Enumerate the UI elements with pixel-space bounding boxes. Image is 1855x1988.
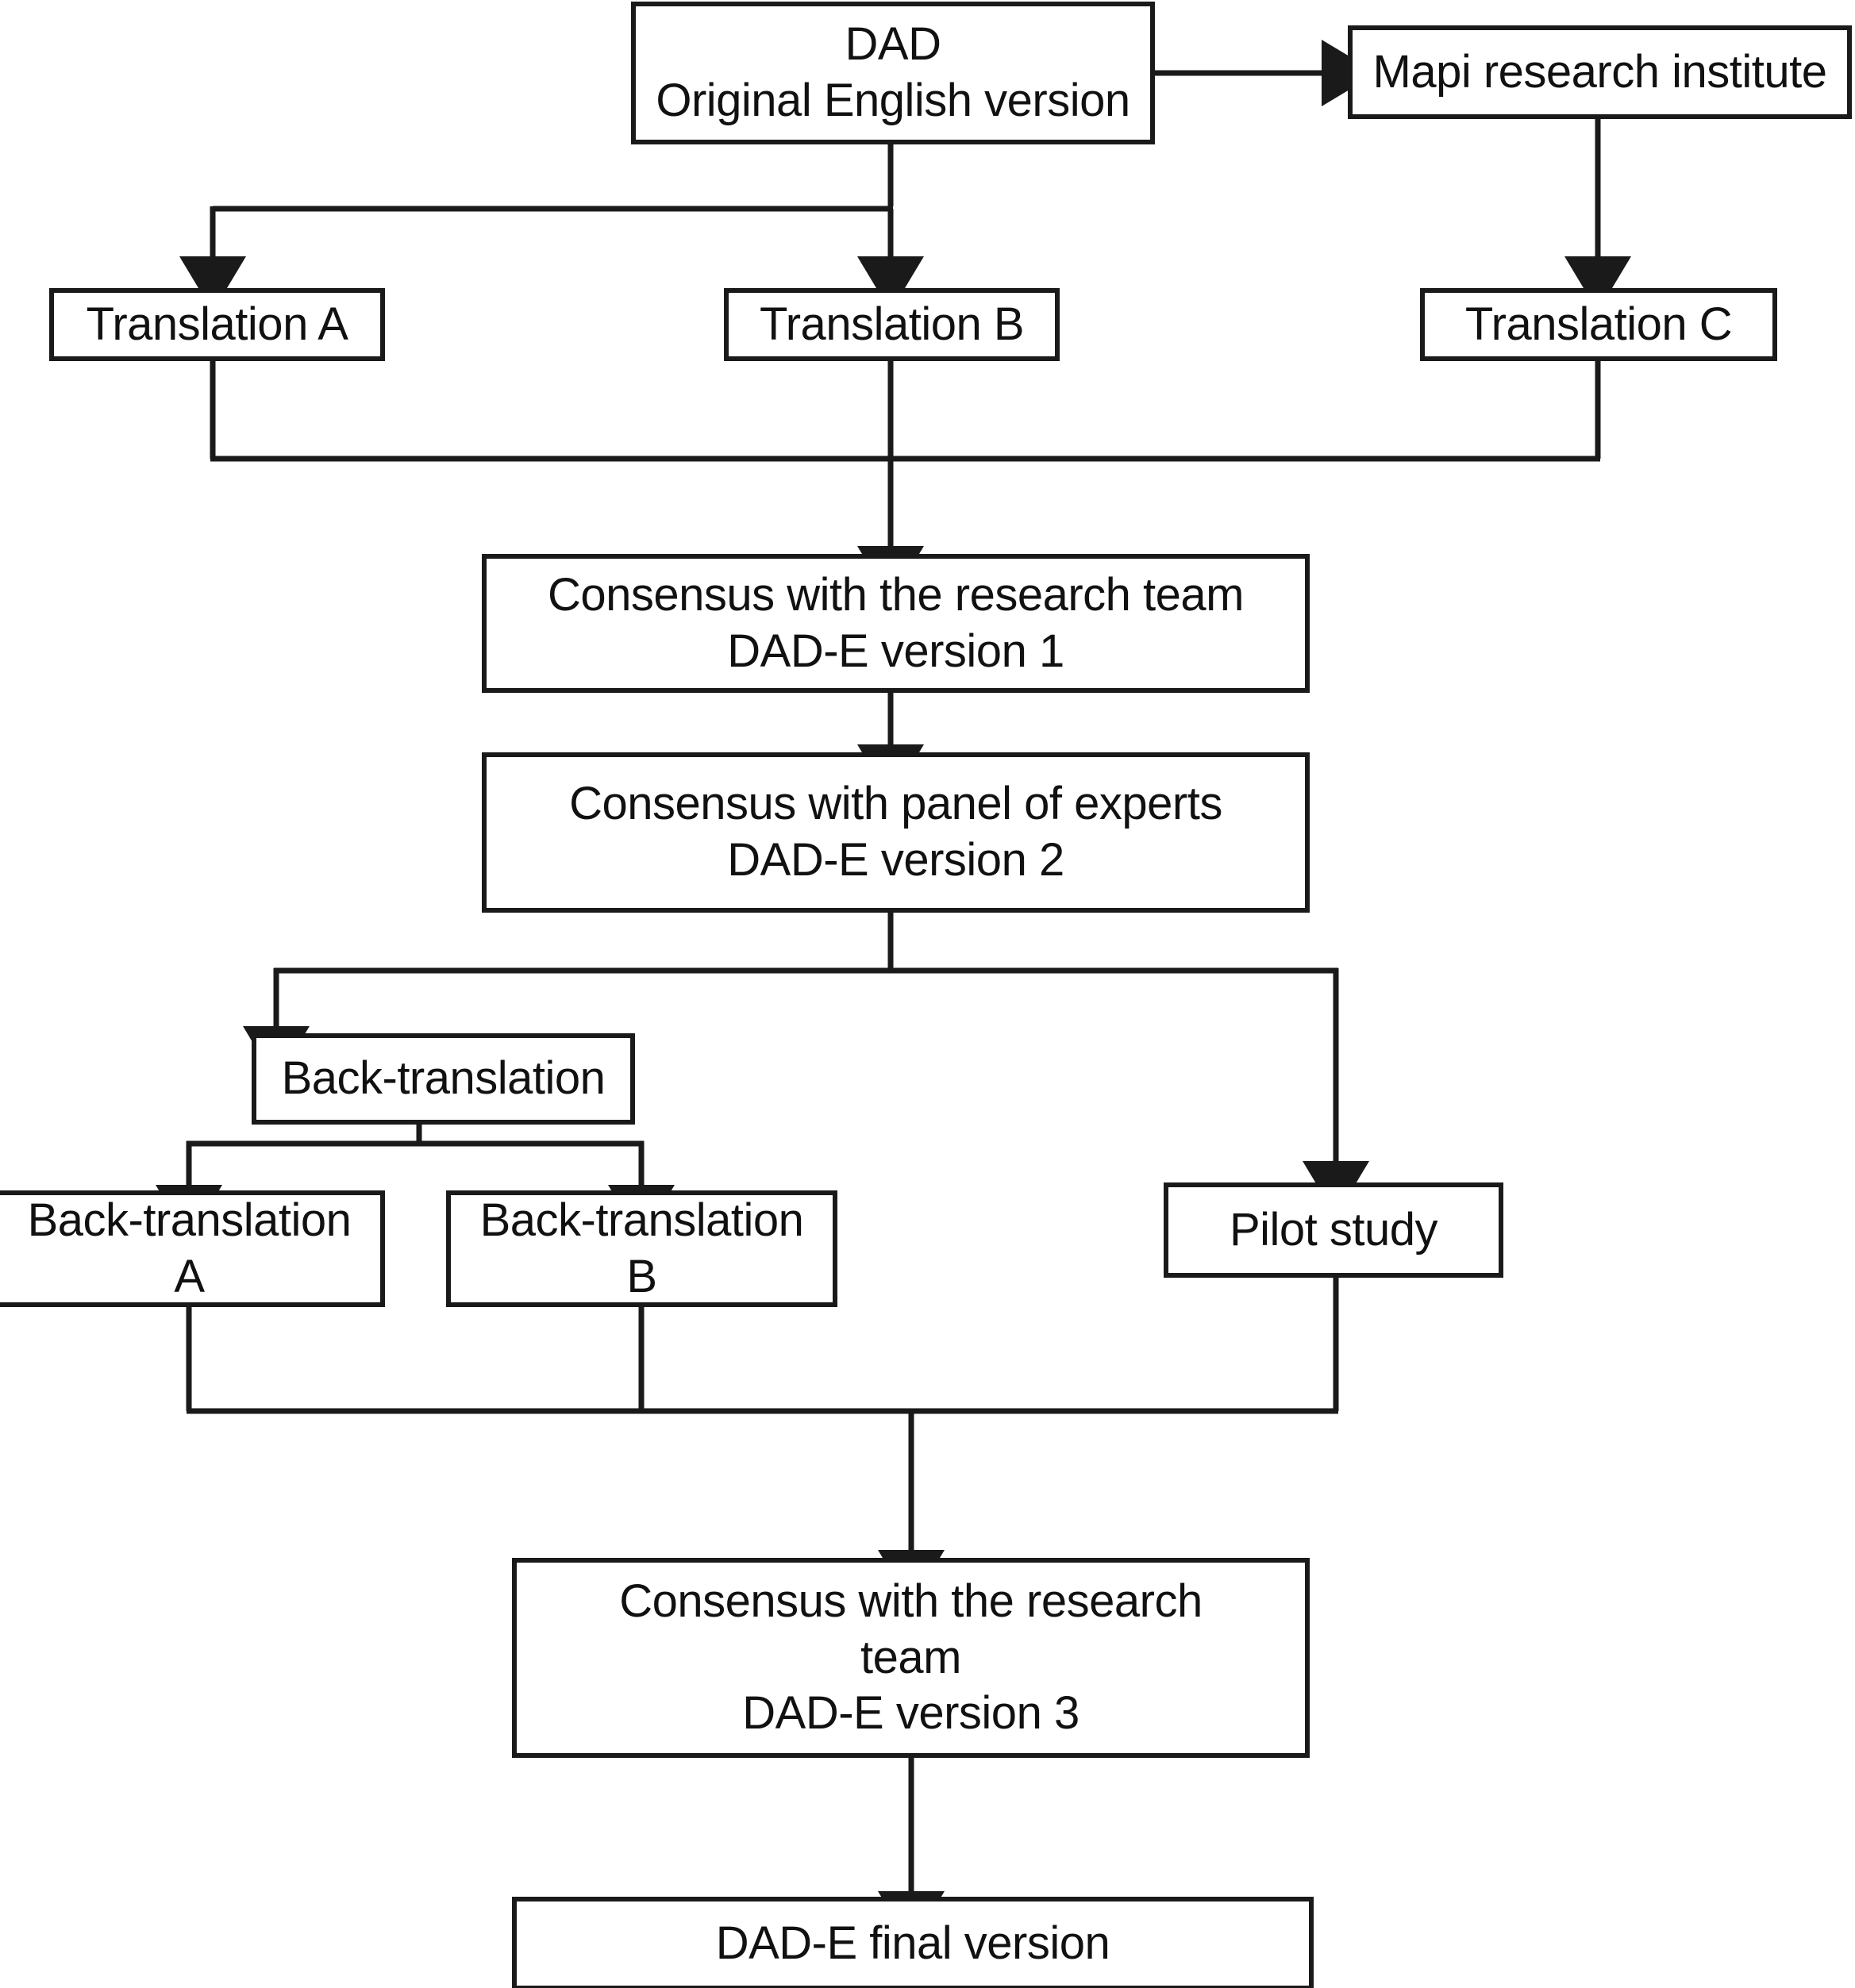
node-label: DAD Original English version	[656, 18, 1130, 126]
node-label: DAD-E final version	[715, 1917, 1110, 1969]
node-label: Consensus with the research team DAD-E v…	[619, 1575, 1203, 1740]
node-translation-c[interactable]: Translation C	[1420, 288, 1777, 361]
node-consensus-research-3[interactable]: Consensus with the research team DAD-E v…	[512, 1558, 1310, 1758]
node-label: Translation C	[1464, 298, 1733, 350]
node-consensus-experts[interactable]: Consensus with panel of experts DAD-E ve…	[482, 752, 1310, 913]
node-mapi-institute[interactable]: Mapi research institute	[1348, 25, 1852, 119]
node-label: Back-translation A	[27, 1194, 352, 1302]
node-pilot-study[interactable]: Pilot study	[1164, 1182, 1503, 1278]
node-label: Consensus with the research team DAD-E v…	[548, 568, 1245, 677]
node-dad-original[interactable]: DAD Original English version	[631, 2, 1155, 144]
node-translation-b[interactable]: Translation B	[724, 288, 1060, 361]
node-label: Translation B	[759, 298, 1025, 350]
node-translation-a[interactable]: Translation A	[49, 288, 385, 361]
node-label: Pilot study	[1229, 1203, 1438, 1255]
node-label: Back-translation B	[479, 1194, 804, 1302]
node-label: Consensus with panel of experts DAD-E ve…	[569, 778, 1222, 886]
node-back-translation[interactable]: Back-translation	[252, 1033, 635, 1125]
node-label: Translation A	[86, 298, 348, 350]
node-label: Back-translation	[281, 1052, 606, 1105]
node-dad-e-final[interactable]: DAD-E final version	[512, 1897, 1314, 1988]
node-back-translation-b[interactable]: Back-translation B	[446, 1190, 837, 1307]
node-back-translation-a[interactable]: Back-translation A	[0, 1190, 385, 1307]
node-consensus-research-1[interactable]: Consensus with the research team DAD-E v…	[482, 554, 1310, 693]
node-label: Mapi research institute	[1372, 45, 1827, 98]
